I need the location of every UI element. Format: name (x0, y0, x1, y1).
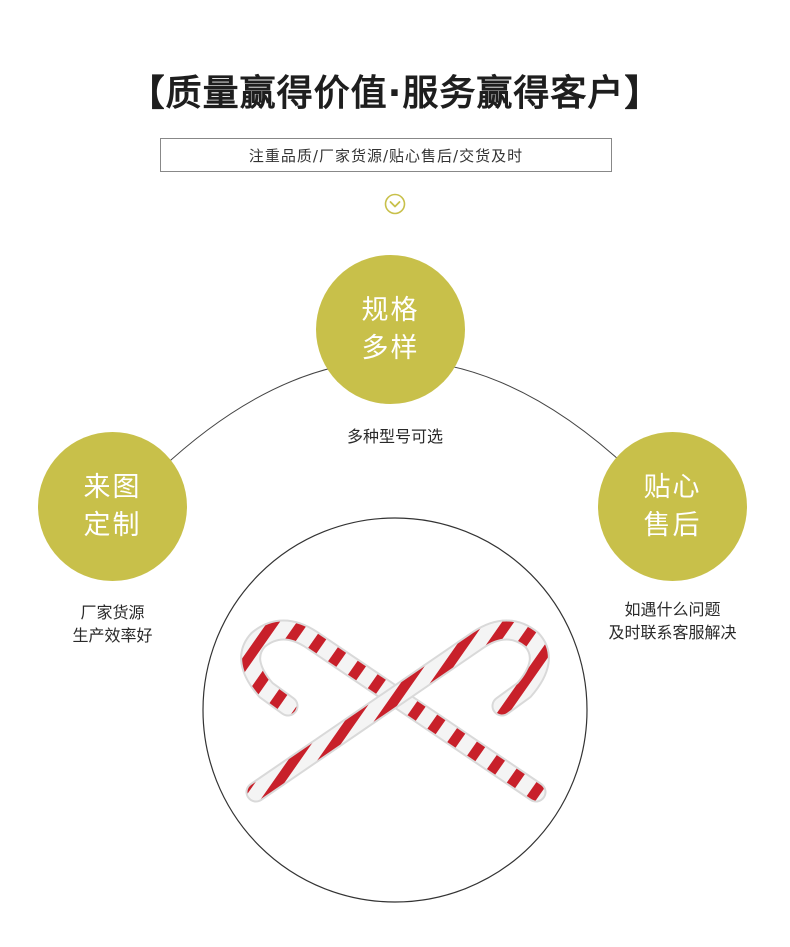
feature-custom-caption: 厂家货源 生产效率好 (20, 601, 205, 647)
feature-variety-line2: 多样 (361, 332, 420, 364)
feature-custom-line2: 定制 (83, 509, 142, 541)
feature-aftersales-caption: 如遇什么问题 及时联系客服解决 (575, 598, 770, 644)
subtitle-text: 注重品质/厂家货源/贴心售后/交货及时 (248, 146, 524, 165)
feature-variety-line1: 规格 (361, 294, 420, 326)
feature-circle-variety: 规格 多样 (316, 255, 465, 404)
feature-circle-custom: 来图 定制 (38, 432, 187, 581)
subtitle-box: 注重品质/厂家货源/贴心售后/交货及时 (160, 138, 612, 172)
feature-aftersales-caption-line1: 如遇什么问题 (624, 600, 721, 619)
chevron-down-circle-icon (384, 193, 406, 215)
feature-aftersales-line1: 贴心 (643, 471, 702, 503)
feature-custom-caption-line2: 生产效率好 (72, 626, 153, 645)
feature-variety-caption: 多种型号可选 (346, 427, 443, 446)
feature-aftersales-caption-line2: 及时联系客服解决 (608, 623, 737, 642)
feature-circle-aftersales: 贴心 售后 (598, 432, 747, 581)
page-title: 【质量赢得价值·服务赢得客户】 (128, 73, 662, 114)
feature-aftersales-line2: 售后 (643, 509, 702, 541)
feature-custom-caption-line1: 厂家货源 (80, 603, 145, 622)
feature-custom-line1: 来图 (83, 471, 142, 503)
